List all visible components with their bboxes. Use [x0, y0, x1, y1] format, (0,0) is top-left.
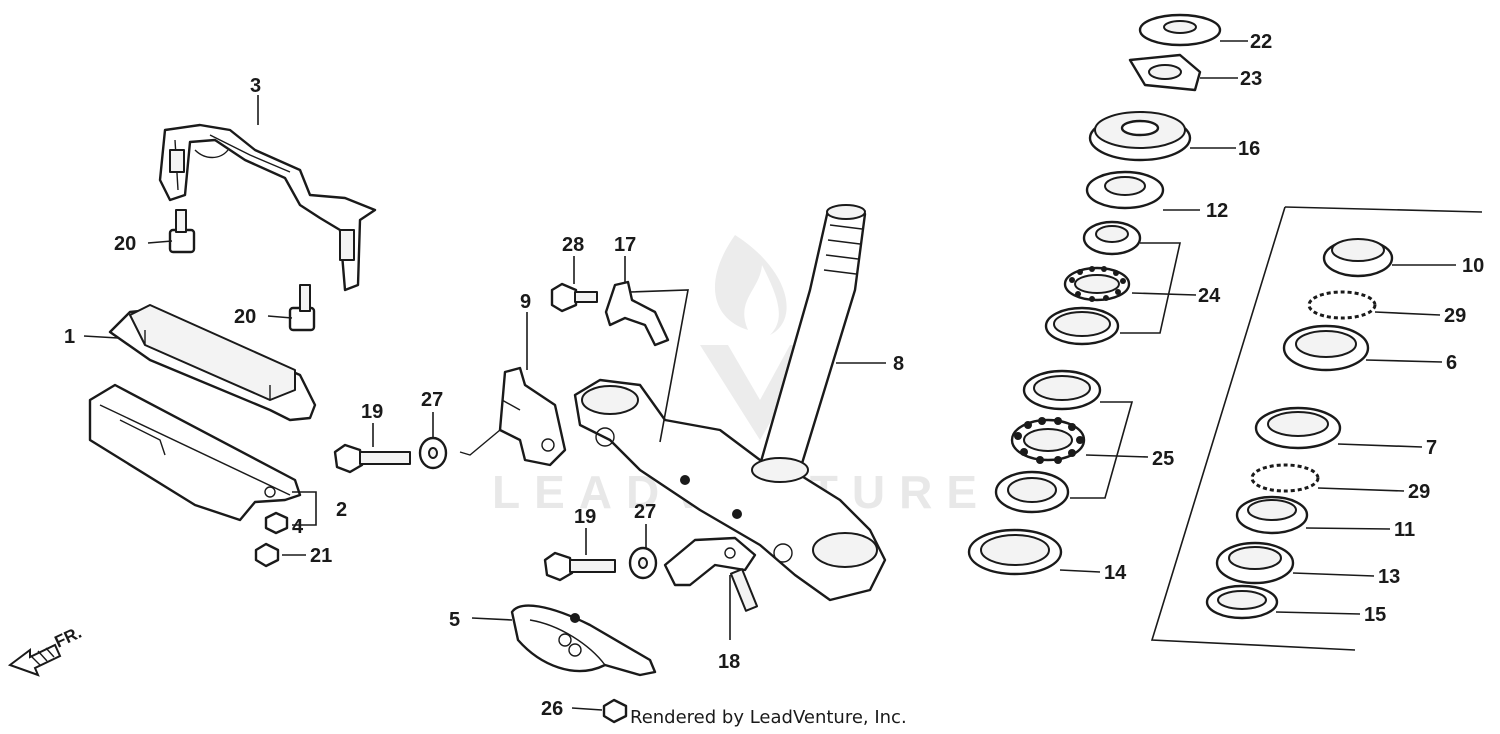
callout-7: 7 [1426, 437, 1437, 459]
callout-15: 15 [1364, 604, 1386, 626]
callout-26: 26 [541, 698, 563, 720]
part-29a-ball-ring [1307, 290, 1377, 320]
part-24-bearing-set [1044, 220, 1181, 346]
callout-4: 4 [292, 516, 304, 538]
callout-17: 17 [614, 234, 636, 256]
callout-19b: 19 [574, 506, 596, 528]
part-28-bolt [550, 282, 598, 313]
part-4-nut [264, 511, 289, 535]
part-11-race [1235, 495, 1309, 535]
part-25-bearing-set [994, 369, 1134, 514]
callout-25: 25 [1152, 448, 1174, 470]
part-12-dust-seal [1085, 170, 1165, 210]
callout-24: 24 [1198, 285, 1221, 307]
front-direction-arrow: FR. [7, 623, 85, 677]
part-15-washer [1205, 584, 1279, 620]
part-21-nut [254, 542, 280, 568]
callout-labels: 3 20 20 1 2 4 21 19 27 9 28 17 8 19 27 1… [64, 31, 1484, 720]
part-1-control-unit [108, 304, 317, 422]
part-20a-bolt [168, 209, 196, 254]
part-6-race [1282, 324, 1370, 372]
part-22-nut [1138, 13, 1222, 47]
callout-27b: 27 [634, 501, 656, 523]
part-7-race [1254, 406, 1342, 450]
part-8-steering-stem [573, 204, 887, 602]
callout-20b: 20 [234, 306, 256, 328]
callout-28: 28 [562, 234, 584, 256]
callout-21: 21 [310, 545, 332, 567]
leader-lines [83, 40, 1456, 711]
part-9-bracket [459, 366, 567, 467]
part-19b-bolt [543, 551, 616, 582]
part-13-seal [1215, 541, 1295, 585]
callout-13: 13 [1378, 566, 1400, 588]
part-26-nut [602, 698, 628, 724]
part-27b-washer [628, 546, 658, 580]
part-14-seal [967, 528, 1063, 576]
callout-11: 11 [1394, 519, 1415, 541]
callout-6: 6 [1446, 352, 1457, 374]
part-27a-washer [418, 436, 448, 470]
part-3-bracket [158, 123, 377, 292]
callout-3: 3 [250, 75, 261, 97]
part-18-bracket [663, 536, 759, 612]
callout-8: 8 [893, 353, 904, 375]
callout-16: 16 [1238, 138, 1260, 160]
callout-5: 5 [449, 609, 460, 631]
part-23-lock-washer [1128, 53, 1202, 92]
callout-1: 1 [64, 326, 75, 348]
callout-22: 22 [1250, 31, 1272, 53]
part-17-clamp [604, 280, 670, 347]
part-20b-bolt [288, 284, 316, 332]
part-10-race [1322, 238, 1394, 278]
callout-12: 12 [1206, 200, 1228, 222]
callout-14: 14 [1104, 562, 1127, 584]
callout-29a: 29 [1444, 305, 1466, 327]
callout-9: 9 [520, 291, 531, 313]
callout-19a: 19 [361, 401, 383, 423]
part-29b-ball-ring [1250, 463, 1320, 493]
part-2-case [88, 383, 302, 522]
part-5-cover [510, 604, 657, 677]
callout-27a: 27 [421, 389, 443, 411]
callout-10: 10 [1462, 255, 1484, 277]
callout-18: 18 [718, 651, 740, 673]
callout-23: 23 [1240, 68, 1262, 90]
callout-29b: 29 [1408, 481, 1430, 503]
alternate-parts-frame [1150, 206, 1483, 651]
part-19a-bolt [333, 443, 411, 474]
part-16-nut [1088, 111, 1192, 162]
callout-2: 2 [336, 499, 347, 521]
callout-20a: 20 [114, 233, 136, 255]
render-credit: Rendered by LeadVenture, Inc. [630, 707, 907, 728]
